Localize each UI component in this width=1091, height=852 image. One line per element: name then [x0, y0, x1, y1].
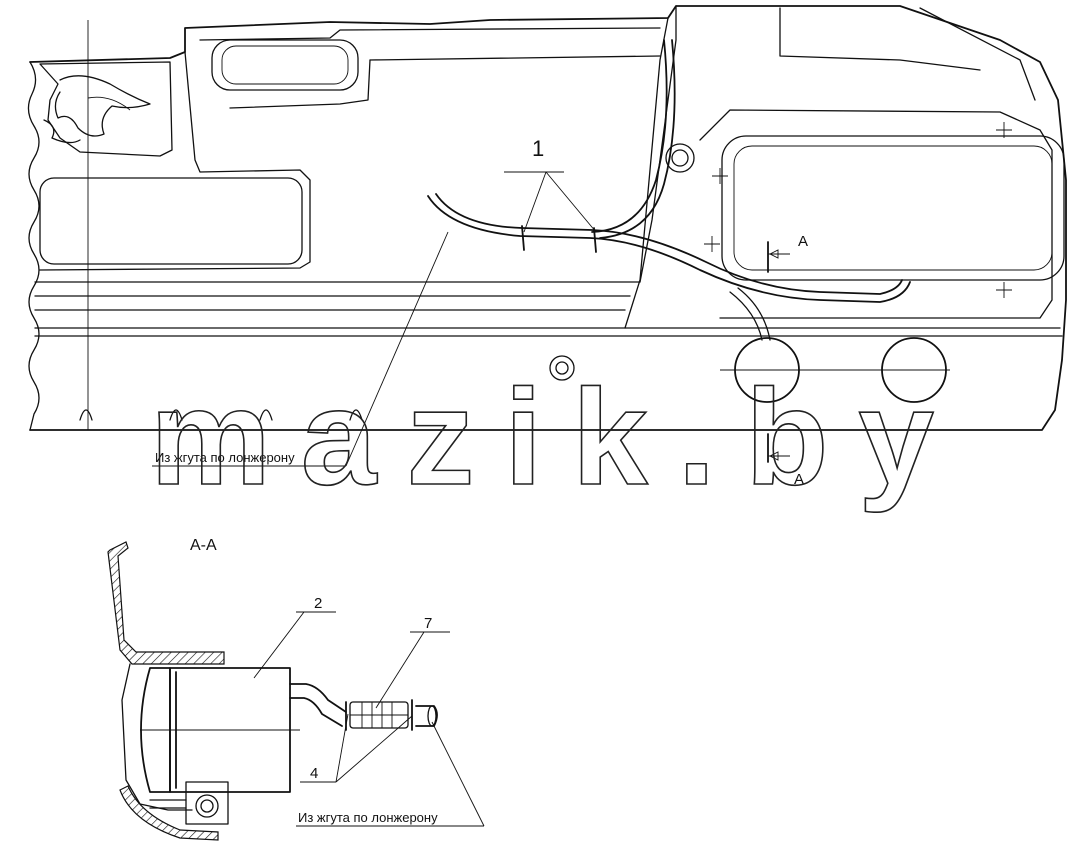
callout-4-label: 4: [310, 765, 318, 782]
watermark: mazik.by: [150, 361, 940, 513]
section-a-bottom-label: A: [794, 471, 804, 488]
mounting-bracket: [107, 541, 225, 665]
top-slot: [211, 39, 359, 91]
harness-note-bottom: Из жгута по лонжерону: [298, 810, 438, 825]
bolt-washer-top: [665, 143, 695, 173]
callout-4: 4: [300, 713, 413, 783]
left-tow-hook: [39, 61, 173, 157]
callout-2: 2: [253, 595, 336, 679]
section-a-markers: A A: [767, 233, 808, 488]
mount-bolt: [149, 781, 229, 825]
left-pocket: [39, 177, 303, 265]
harness-note-top: Из жгута по лонжерону: [155, 450, 295, 465]
wiring-harness: [427, 39, 911, 341]
harness-leader-bottom: Из жгута по лонжерону: [296, 721, 485, 827]
callout-1: 1: [504, 136, 597, 233]
right-window: [721, 135, 1065, 281]
section-title: A-A: [190, 537, 217, 554]
callout-2-label: 2: [314, 595, 322, 612]
reference-marks: [704, 122, 1012, 298]
callout-7: 7: [375, 615, 450, 709]
bumper-outline: [29, 5, 1067, 431]
callout-7-label: 7: [424, 615, 432, 632]
left-break-edge: [27, 61, 40, 431]
bottom-teeth: [79, 409, 363, 421]
bumper-assembly: [27, 5, 1067, 431]
lamp-unit: [140, 667, 300, 793]
cable-connector: [289, 683, 438, 731]
section-a-top-label: A: [798, 233, 808, 250]
bolt-washer-bottom: [549, 355, 575, 381]
harness-leader-top: Из жгута по лонжерону: [152, 231, 449, 467]
callout-1-label: 1: [532, 136, 544, 161]
section-a-a: A-A: [107, 537, 485, 841]
